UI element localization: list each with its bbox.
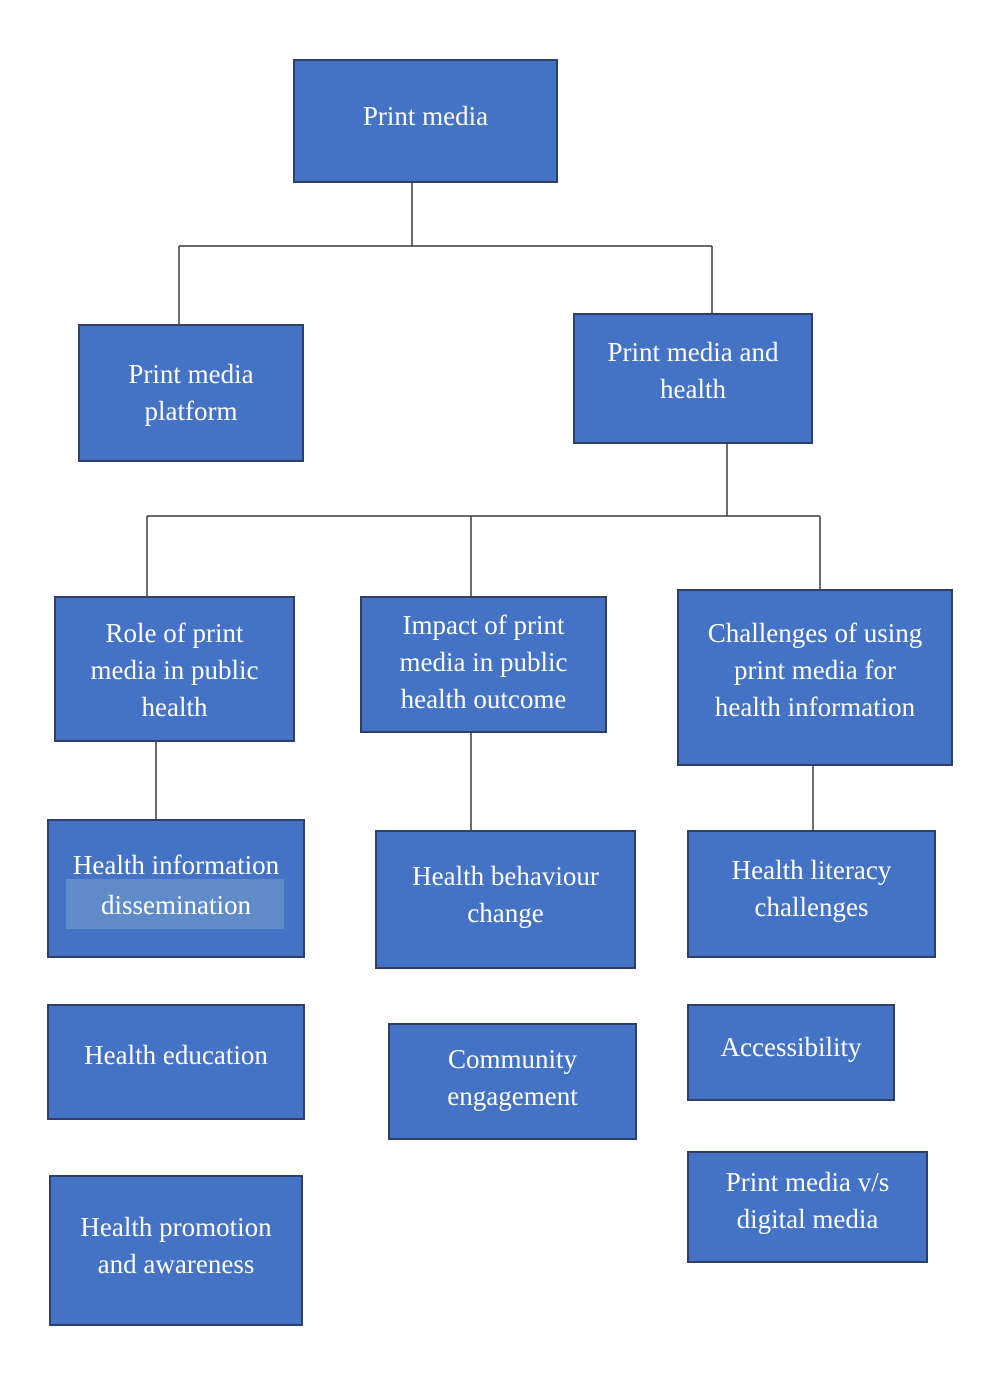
node-health-information-dissemination-label: Health information dissemination <box>72 850 280 920</box>
node-health-education-label: Health education <box>84 1039 268 1070</box>
node-challenges-of-print-media: Challenges of using print media for heal… <box>677 589 953 766</box>
node-impact-of-print-media: Impact of print media in public health o… <box>360 596 607 733</box>
node-print-media-and-health-label: Print media and health <box>607 336 779 404</box>
node-accessibility-label: Accessibility <box>720 1032 862 1062</box>
node-health-education: Health education <box>47 1004 305 1120</box>
node-print-media-label: Print media <box>362 100 489 131</box>
node-community-engagement: Community engagement <box>388 1023 637 1140</box>
node-health-information-dissemination: Health information dissemination <box>47 819 305 958</box>
node-role-of-print-media: Role of print media in public health <box>54 596 295 742</box>
node-print-media-and-health: Print media and health <box>573 313 813 444</box>
node-health-promotion-and-awareness-label: Health promotion and awareness <box>80 1211 272 1279</box>
node-community-engagement-label: Community engagement <box>447 1043 578 1111</box>
node-print-media-platform-label: Print media platform <box>128 359 254 426</box>
node-print-media: Print media <box>293 59 558 183</box>
node-health-literacy-challenges: Health literacy challenges <box>687 830 936 958</box>
node-role-of-print-media-label: Role of print media in public health <box>90 617 259 722</box>
node-health-promotion-and-awareness: Health promotion and awareness <box>49 1175 303 1326</box>
node-health-behaviour-change: Health behaviour change <box>375 830 636 969</box>
node-health-behaviour-change-label: Health behaviour change <box>412 860 599 928</box>
node-print-media-platform: Print media platform <box>78 324 304 462</box>
node-print-vs-digital-media-label: Print media v/s digital media <box>725 1167 890 1234</box>
node-health-literacy-challenges-label: Health literacy challenges <box>731 855 892 922</box>
node-challenges-of-print-media-label: Challenges of using print media for heal… <box>707 618 923 722</box>
highlight-band <box>66 879 284 929</box>
node-impact-of-print-media-label: Impact of print media in public health o… <box>399 610 568 714</box>
node-accessibility: Accessibility <box>687 1004 895 1101</box>
node-print-vs-digital-media: Print media v/s digital media <box>687 1151 928 1263</box>
